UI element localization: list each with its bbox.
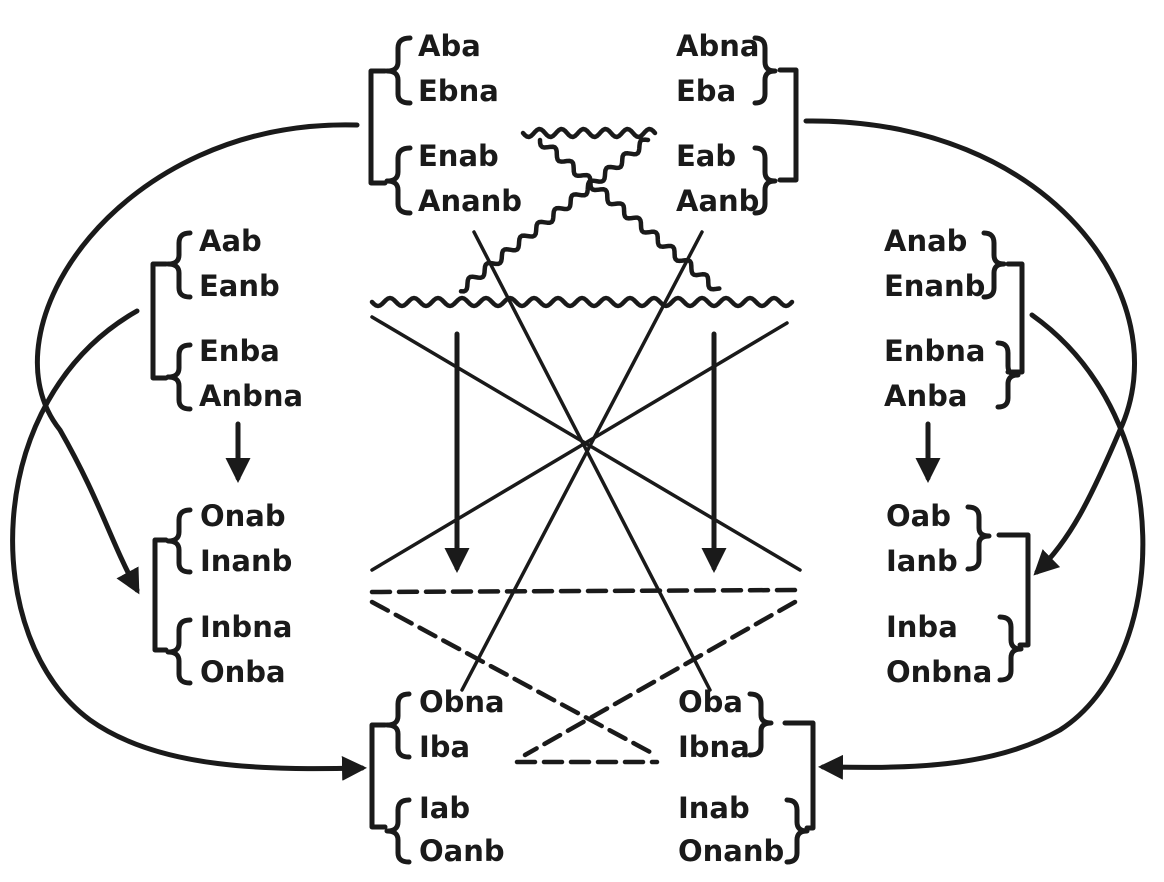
group-bottom-left: Obna Iba Iab Oanb <box>369 685 505 868</box>
brace-right-icon <box>997 614 1024 683</box>
curved-arrow-right-outer <box>803 118 1138 576</box>
bracket-left-icon <box>150 261 169 381</box>
label-iba: Iba <box>419 730 470 764</box>
brace-right-icon <box>995 340 1021 410</box>
label-oab: Oab <box>886 499 951 533</box>
contradiction-line <box>460 230 704 692</box>
label-onab: Onab <box>200 499 286 533</box>
brace-left-icon <box>165 617 193 686</box>
curved-arrows <box>10 118 1146 781</box>
bracket-left-icon <box>368 68 388 186</box>
group-bottom-right: Oba Ibna Inab Onanb <box>678 685 816 868</box>
wavy-line-middle <box>369 295 795 309</box>
curved-arrow-right-inner <box>818 312 1146 780</box>
bracket-right-icon <box>782 720 816 831</box>
brace-left-icon <box>165 230 193 300</box>
label-iab: Iab <box>419 791 470 825</box>
curved-arrow-left-outer <box>34 122 360 595</box>
label-inanb: Inanb <box>200 544 292 578</box>
brace-left-icon <box>384 35 413 106</box>
label-onanb: Onanb <box>678 834 784 868</box>
group-low-left: Onab Inanb Inbna Onba <box>152 499 292 689</box>
label-inbna: Inbna <box>200 610 292 644</box>
label-aab: Aab <box>199 224 262 258</box>
label-anbna: Anbna <box>199 379 303 413</box>
bracket-right-icon <box>777 67 799 183</box>
label-onbna: Onbna <box>886 655 992 689</box>
group-low-right: Oab Ianb Inba Onbna <box>886 499 1031 689</box>
brace-right-icon <box>752 145 778 216</box>
label-aba: Aba <box>418 29 481 63</box>
label-anba: Anba <box>884 379 967 413</box>
contradiction-line <box>370 321 789 572</box>
bracket-right-icon <box>1005 261 1025 375</box>
label-eba: Eba <box>676 74 736 108</box>
dashed-line-cross-b <box>522 599 798 758</box>
label-eanb: Eanb <box>199 269 280 303</box>
label-enbna: Enbna <box>884 334 985 368</box>
dashed-lines <box>369 587 806 765</box>
brace-left-icon <box>165 342 193 412</box>
bracket-right-icon <box>996 532 1031 648</box>
curved-arrow-left-inner <box>10 308 367 781</box>
label-anab: Anab <box>884 224 967 258</box>
dashed-line-upper <box>369 587 806 595</box>
wavy-line-cross-a <box>537 137 722 292</box>
brace-right-icon <box>965 504 992 572</box>
group-top-left: Aba Ebna Enab Ananb <box>368 29 522 218</box>
wavy-line-top <box>520 126 658 140</box>
brace-left-icon <box>384 691 412 760</box>
brace-right-icon <box>752 35 778 106</box>
label-ananb: Ananb <box>418 184 522 218</box>
label-ianb: Ianb <box>886 544 958 578</box>
brace-left-icon <box>384 797 412 865</box>
label-ibna: Ibna <box>678 730 750 764</box>
brace-right-icon <box>747 691 774 758</box>
dashed-line-cross-a <box>369 599 653 755</box>
bracket-left-icon <box>152 537 169 653</box>
label-inba: Inba <box>886 610 958 644</box>
label-onba: Onba <box>200 655 286 689</box>
label-aanb: Aanb <box>676 184 759 218</box>
label-abna: Abna <box>676 29 759 63</box>
group-mid-right: Anab Enanb Enbna Anba <box>884 224 1025 483</box>
brace-right-icon <box>784 797 810 865</box>
label-eab: Eab <box>676 139 736 173</box>
label-inab: Inab <box>678 791 750 825</box>
group-mid-left: Aab Eanb Enba Anbna <box>150 224 303 483</box>
label-oanb: Oanb <box>419 834 505 868</box>
bracket-left-icon <box>369 722 388 830</box>
brace-left-icon <box>384 145 413 216</box>
label-enab: Enab <box>418 139 499 173</box>
group-top-right: Abna Eba Eab Aanb <box>676 29 799 218</box>
brace-right-icon <box>981 230 1007 300</box>
brace-left-icon <box>165 507 193 575</box>
label-ebna: Ebna <box>418 74 499 108</box>
solid-lines <box>370 230 802 692</box>
contradiction-line <box>472 230 712 692</box>
label-enanb: Enanb <box>884 269 985 303</box>
label-enba: Enba <box>199 334 280 368</box>
